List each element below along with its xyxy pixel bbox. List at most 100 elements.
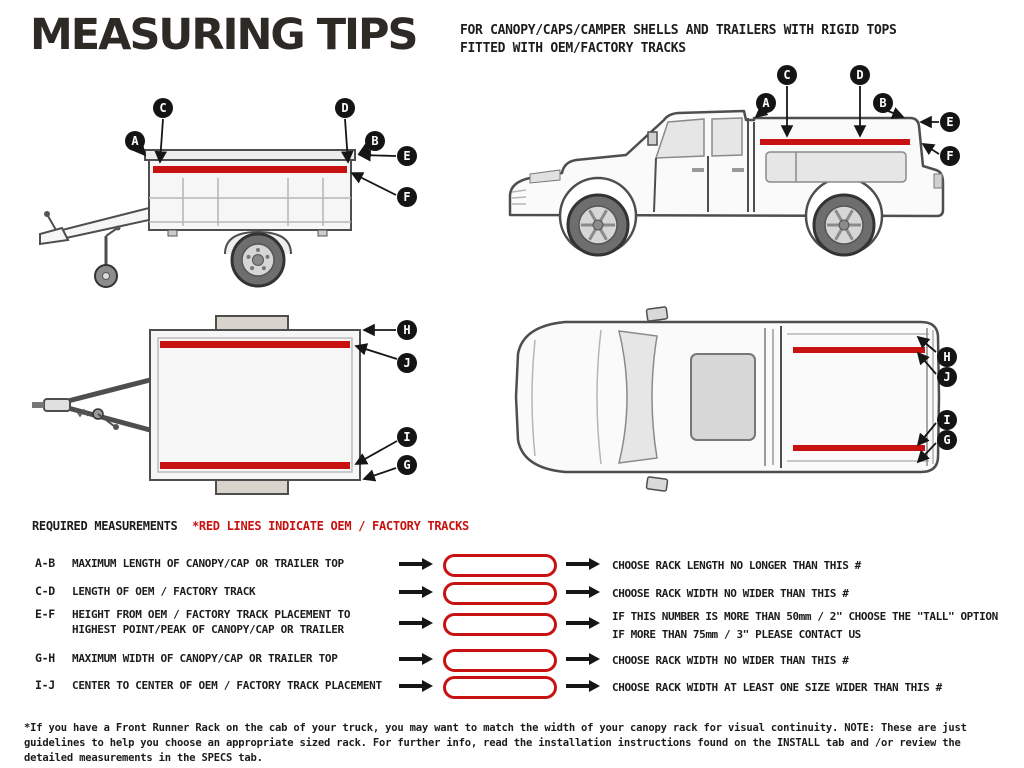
canopy-window xyxy=(765,151,907,183)
rear-door-window xyxy=(711,117,743,157)
measurement-guidance: CHOOSE RACK WIDTH NO WIDER THAN THIS # xyxy=(612,587,849,600)
required-measurements-label: REQUIRED MEASUREMENTS xyxy=(32,519,178,533)
arrow-right-icon xyxy=(566,586,600,598)
measurement-value-box xyxy=(443,582,557,605)
rear-wheel xyxy=(812,193,876,257)
wheel-top-view xyxy=(215,315,289,331)
front-door-window xyxy=(654,118,705,159)
measurement-row-ij: I-J CENTER TO CENTER OF OEM / FACTORY TR… xyxy=(0,676,1024,714)
sunroof xyxy=(690,353,756,441)
taillight xyxy=(933,173,943,189)
callout-g: G xyxy=(362,455,417,482)
side-mirror xyxy=(647,131,658,146)
callout-b: B xyxy=(357,131,385,155)
side-mirror xyxy=(645,476,669,492)
arrow-right-icon xyxy=(566,680,600,692)
measurement-description: LENGTH OF OEM / FACTORY TRACK xyxy=(72,585,256,598)
oem-track-line xyxy=(760,139,910,145)
trailer-drawbar xyxy=(60,206,150,240)
callout-letter: C xyxy=(783,68,790,82)
trailer-coupler xyxy=(39,226,70,246)
callout-letter: A xyxy=(762,96,770,110)
trailer-top-rail xyxy=(144,149,356,161)
arrow-right-icon xyxy=(566,653,600,665)
jockey-wheel xyxy=(94,264,118,288)
callout-letter: D xyxy=(856,68,863,82)
measurement-row-gh: G-H MAXIMUM WIDTH OF CANOPY/CAP OR TRAIL… xyxy=(0,649,1024,687)
measurement-value-box xyxy=(443,613,557,636)
callout-b: B xyxy=(873,93,905,119)
windshield xyxy=(618,330,658,464)
trailer-side-view-diagram: A C D B E F xyxy=(39,98,417,288)
footnote: *If you have a Front Runner Rack on the … xyxy=(24,722,967,765)
callout-letter: C xyxy=(159,101,166,115)
callout-a: A xyxy=(754,93,776,119)
headlight xyxy=(529,169,561,184)
hitch-tip xyxy=(32,402,44,408)
measurement-row-ef: E-F HEIGHT FROM OEM / FACTORY TRACK PLAC… xyxy=(0,607,1024,643)
callout-letter: J xyxy=(403,356,410,370)
callout-letter: G xyxy=(403,458,410,472)
measurement-description: HEIGHT FROM OEM / FACTORY TRACK PLACEMEN… xyxy=(72,608,351,636)
measurement-id: C-D xyxy=(35,584,55,598)
callout-e: E xyxy=(358,146,417,166)
truck-side-view-diagram: A C D B E F xyxy=(508,65,960,257)
oem-track-line xyxy=(160,462,350,469)
callout-letter: E xyxy=(403,149,410,163)
truck-body xyxy=(508,109,945,257)
trailer-body xyxy=(39,149,356,288)
callout-letter: B xyxy=(371,134,378,148)
page-title: MEASURING TIPS xyxy=(30,10,419,60)
front-wheel xyxy=(566,193,630,257)
arrow-right-icon xyxy=(399,617,433,629)
callout-e: E xyxy=(919,112,960,132)
callout-letter: J xyxy=(943,370,950,384)
measurement-id: I-J xyxy=(35,678,55,692)
callout-letter: I xyxy=(943,413,950,427)
measurement-row-ab: A-B MAXIMUM LENGTH OF CANOPY/CAP OR TRAI… xyxy=(0,554,1024,592)
callout-letter: H xyxy=(943,350,950,364)
oem-track-line xyxy=(793,445,925,451)
callout-f: F xyxy=(921,143,960,166)
callout-g: G xyxy=(916,430,957,464)
trailer-box-top xyxy=(149,329,361,481)
measurement-guidance: CHOOSE RACK WIDTH NO WIDER THAN THIS # xyxy=(612,654,849,667)
callout-j: J xyxy=(916,351,957,387)
measurement-guidance: CHOOSE RACK WIDTH AT LEAST ONE SIZE WIDE… xyxy=(612,681,942,694)
measurement-guidance: CHOOSE RACK LENGTH NO LONGER THAN THIS # xyxy=(612,559,861,572)
wheel-top-view xyxy=(215,479,289,495)
callout-letter: F xyxy=(403,190,410,204)
callout-i: I xyxy=(354,427,417,465)
arrow-right-icon xyxy=(399,653,433,665)
measurement-value-box xyxy=(443,554,557,577)
callout-letter: H xyxy=(403,323,410,337)
measurement-value-box xyxy=(443,649,557,672)
callout-letter: B xyxy=(879,96,886,110)
arrow-right-icon xyxy=(566,617,600,629)
trailer-top-body xyxy=(32,315,361,495)
arrow-right-icon xyxy=(399,586,433,598)
callout-h: H xyxy=(916,335,957,367)
trailer-top-view-diagram: H J I G xyxy=(32,315,417,495)
callout-letter: I xyxy=(403,430,410,444)
measurement-description: CENTER TO CENTER OF OEM / FACTORY TRACK … xyxy=(72,679,382,692)
callout-a: A xyxy=(125,131,147,157)
arrow-right-icon xyxy=(399,680,433,692)
callout-letter: D xyxy=(341,101,348,115)
oem-track-line xyxy=(160,341,350,348)
callout-c: C xyxy=(777,65,797,138)
callout-d: D xyxy=(335,98,355,164)
callout-c: C xyxy=(153,98,173,164)
callout-letter: G xyxy=(943,433,950,447)
measurement-id: E-F xyxy=(35,607,55,621)
measurement-value-box xyxy=(443,676,557,699)
oem-track-line xyxy=(153,166,347,173)
arrow-right-icon xyxy=(399,558,433,570)
callout-f: F xyxy=(350,172,417,207)
measurement-guidance: IF THIS NUMBER IS MORE THAN 50mm / 2" CH… xyxy=(612,610,998,641)
page-subtitle: FOR CANOPY/CAPS/CAMPER SHELLS AND TRAILE… xyxy=(460,23,897,57)
side-mirror xyxy=(645,306,669,322)
callout-d: D xyxy=(850,65,870,138)
callout-i: I xyxy=(916,410,957,447)
callout-letter: A xyxy=(131,134,139,148)
